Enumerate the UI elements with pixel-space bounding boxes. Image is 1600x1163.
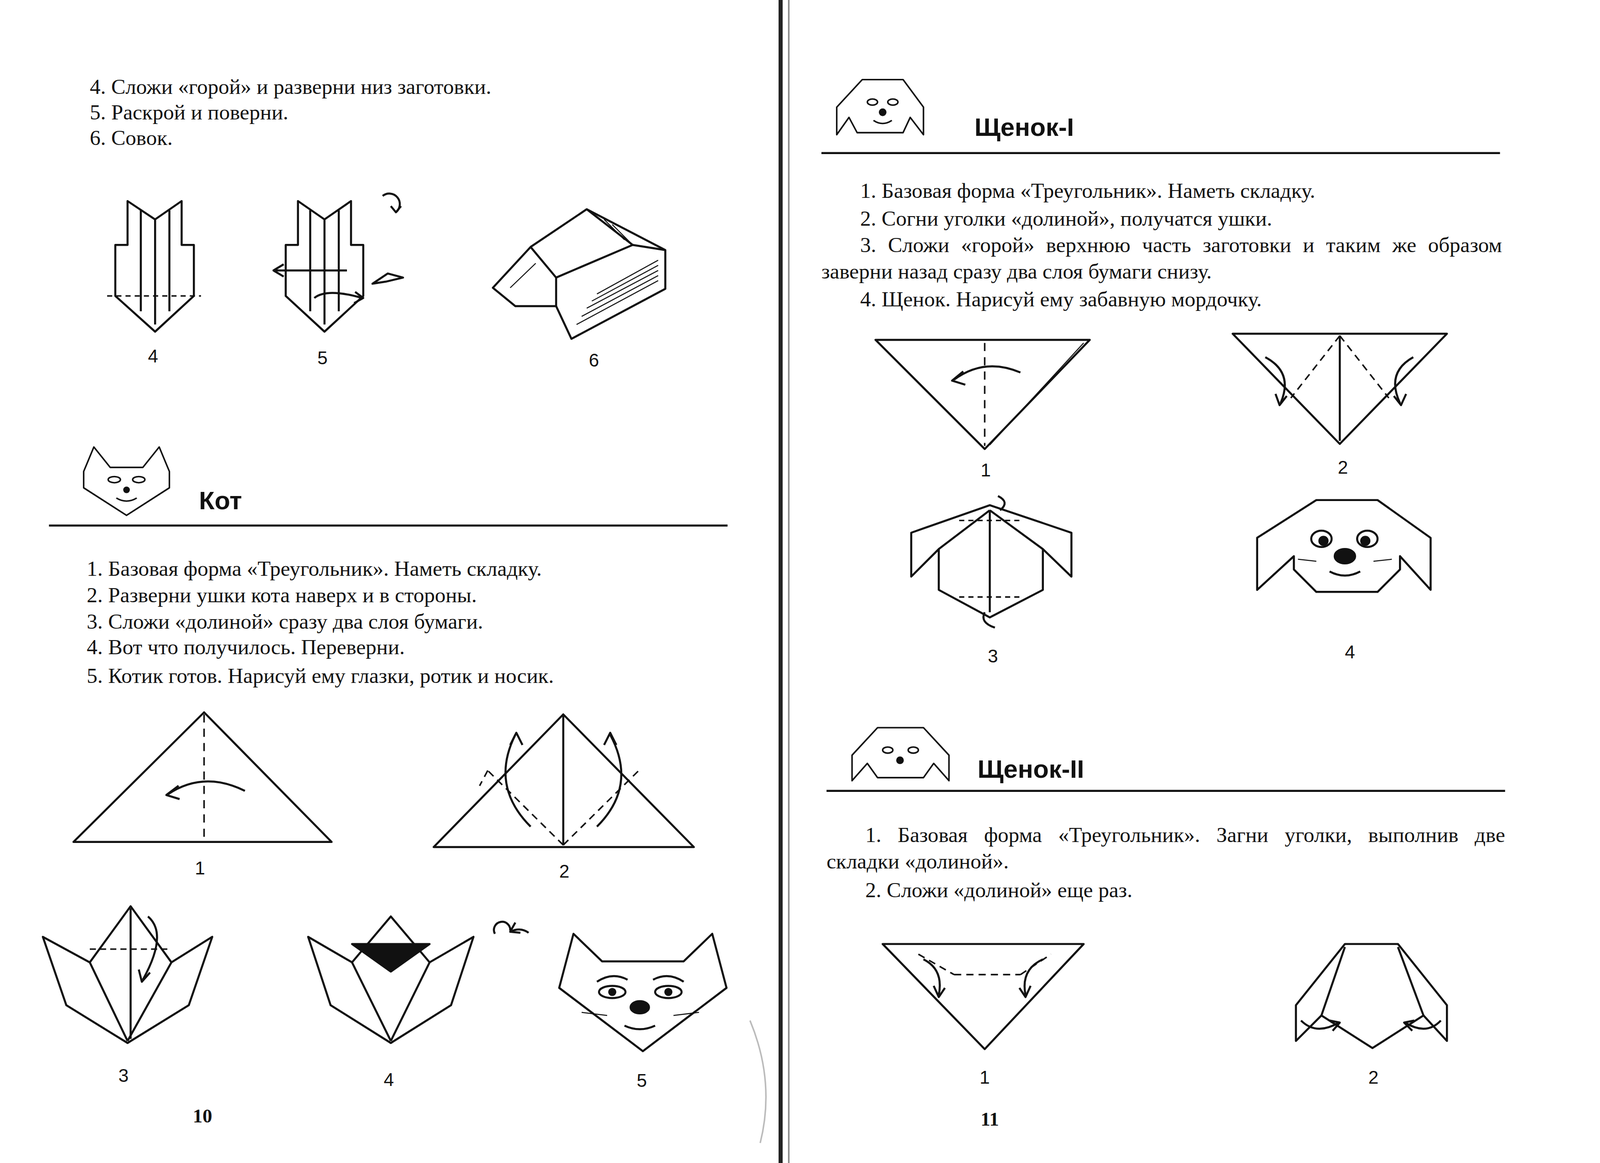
figure-number: 4 — [1344, 640, 1355, 664]
page-number: 10 — [192, 1103, 213, 1130]
figure-number: 5 — [636, 1069, 647, 1092]
section-heading: Щенок-I — [974, 111, 1074, 142]
figure-number: 3 — [987, 645, 998, 668]
figure-number: 1 — [980, 459, 991, 482]
instruction: 6. Совок. — [89, 124, 173, 151]
figure-number: 4 — [383, 1068, 394, 1091]
page-number: 11 — [980, 1106, 999, 1133]
figure-number: 4 — [148, 345, 159, 368]
figure-number: 6 — [588, 349, 599, 372]
figure-number: 1 — [195, 856, 206, 880]
instruction: 1. Базовая форма «Треугольник». Загни уг… — [826, 821, 1506, 875]
instruction: 4. Вот что получилось. Переверни. — [86, 633, 405, 661]
instruction: 5. Раскрой и поверни. — [89, 98, 289, 126]
instruction: 1. Базовая форма «Треугольник». Наметь с… — [860, 177, 1316, 205]
instruction: 2. Разверни ушки кота наверх и в стороны… — [86, 581, 477, 609]
figure-number: 2 — [1337, 456, 1348, 479]
instruction: 3. Сложи «долиной» сразу два слоя бумаги… — [86, 608, 484, 635]
instruction: 1. Базовая форма «Треугольник». Наметь с… — [86, 555, 542, 582]
figure-number: 3 — [118, 1064, 129, 1087]
instruction: 4. Сложи «горой» и разверни низ заготовк… — [89, 73, 492, 100]
instruction: 2. Сложи «долиной» еще раз. — [865, 876, 1133, 904]
figure-number: 2 — [559, 860, 570, 883]
figure-number: 1 — [979, 1066, 990, 1089]
instruction: 2. Согни уголки «долиной», получатся ушк… — [860, 205, 1273, 232]
instruction: 4. Щенок. Нарисуй ему забавную мордочку. — [860, 285, 1262, 313]
figure-number: 5 — [317, 346, 328, 370]
figure-number: 2 — [1368, 1066, 1379, 1089]
section-heading: Щенок-II — [977, 753, 1085, 784]
instruction: 5. Котик готов. Нарисуй ему глазки, роти… — [86, 662, 554, 689]
section-heading: Кот — [199, 484, 243, 516]
instruction: 3. Сложи «горой» верхнюю часть заготовки… — [821, 231, 1502, 285]
